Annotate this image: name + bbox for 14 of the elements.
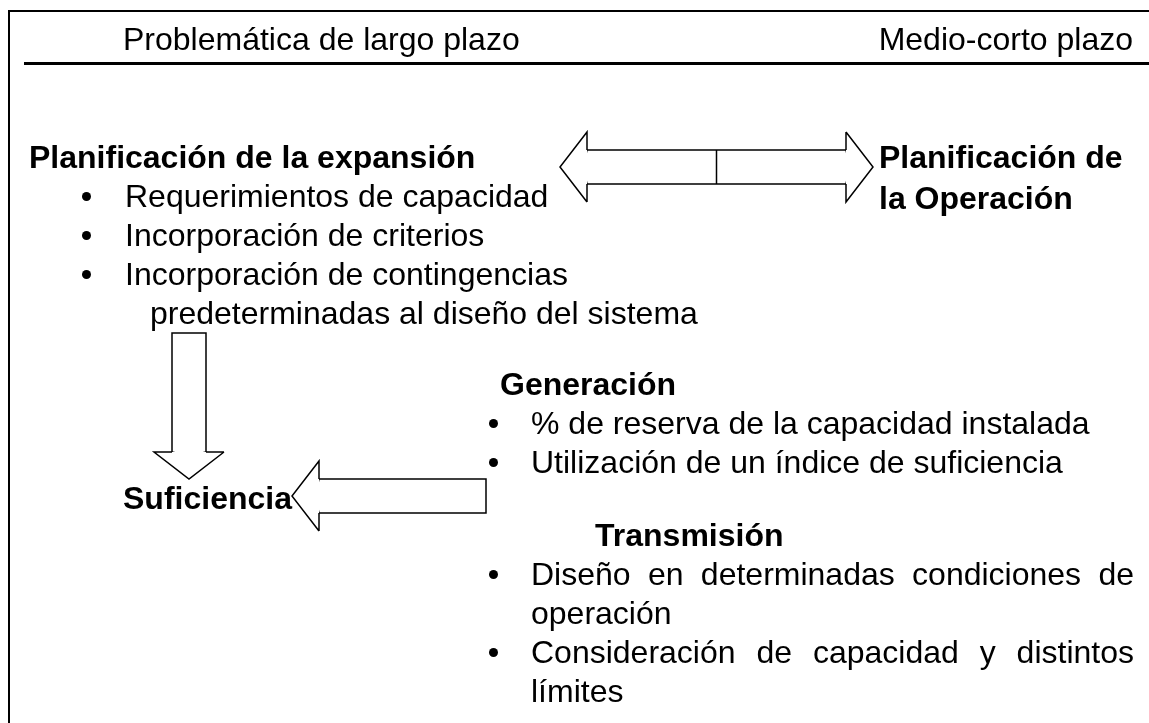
section-heading: Generación (499, 365, 678, 404)
bullet-text: Diseño en determinadas condiciones de operación (531, 555, 1134, 633)
bullet-text: Incorporación de criterios (125, 216, 485, 255)
column-heading: Problemática de largo plazo (123, 20, 520, 59)
section-heading: Planificación de la expansión (29, 138, 477, 177)
node-label: Planificación de la Operación (878, 138, 1124, 218)
bullet-text: Consideración de capacidad y distintos límites (531, 633, 1134, 711)
column-heading: Medio-corto plazo (878, 20, 1133, 59)
bullet-text: Incorporación de contingencias predeterminadas al diseño del sistema (125, 255, 699, 333)
bullet-text: % de reserva de la capacidad instalada (531, 404, 1090, 443)
bullet-text: Requerimientos de capacidad (125, 177, 549, 216)
bullet-text: Utilización de un índice de suficiencia (531, 443, 1063, 482)
node-label: Suficiencia (123, 479, 292, 518)
section-heading: Transmisión (594, 516, 785, 555)
